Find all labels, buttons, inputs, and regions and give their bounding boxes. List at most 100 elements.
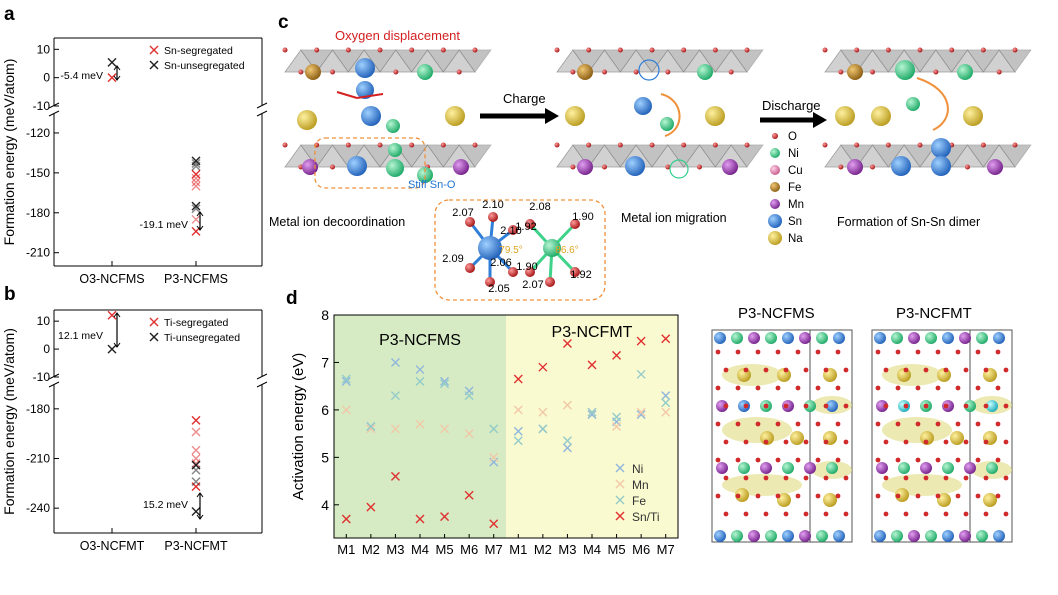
oxygen-atom bbox=[617, 47, 623, 53]
data-point-fe bbox=[636, 369, 646, 379]
oxygen-atom bbox=[983, 511, 989, 517]
na-atom bbox=[760, 431, 774, 445]
oxygen-atom bbox=[935, 421, 941, 427]
oxygen-atom bbox=[715, 349, 721, 355]
oxygen-atom bbox=[456, 69, 462, 75]
oxygen-atom bbox=[298, 164, 304, 170]
data-point-sn-ti bbox=[513, 374, 523, 384]
oxygen-atom bbox=[975, 421, 981, 427]
oxygen-atom bbox=[835, 457, 841, 463]
oxygen-atom bbox=[895, 421, 901, 427]
oxygen-atom bbox=[854, 47, 860, 53]
legend-label: O bbox=[788, 131, 797, 143]
metal-atom bbox=[976, 530, 988, 542]
data-point-sn-segregated bbox=[191, 173, 201, 183]
bond-angle-label: 86.6° bbox=[555, 245, 578, 256]
data-point-ni-stroke2 bbox=[390, 357, 400, 367]
dimer-arrow bbox=[916, 77, 949, 131]
oxygen-atom bbox=[943, 403, 949, 409]
oxygen-atom bbox=[983, 439, 989, 445]
legend-marker-stroke2 bbox=[615, 479, 625, 489]
data-point-fe bbox=[341, 374, 351, 384]
data-point-sn-ti-stroke2 bbox=[513, 374, 523, 384]
metal-atom bbox=[942, 530, 954, 542]
data-point-ti-unsegregated-stroke2 bbox=[107, 344, 117, 354]
data-point-ni bbox=[636, 410, 646, 420]
mn-atom bbox=[302, 159, 318, 175]
data-point-sn-ti-stroke2 bbox=[415, 514, 425, 524]
y-tick-label: -180 bbox=[26, 206, 50, 220]
oxygen-atom bbox=[803, 367, 809, 373]
mn-atom bbox=[847, 159, 863, 175]
x-category-label: M1 bbox=[509, 542, 527, 557]
oxygen-atom bbox=[875, 457, 881, 463]
oxygen-atom bbox=[783, 403, 789, 409]
x-category-label: M3 bbox=[558, 542, 576, 557]
y-tick-label: -10 bbox=[33, 99, 51, 113]
metal-atom bbox=[964, 400, 976, 412]
oxygen-atom bbox=[935, 349, 941, 355]
axis-break-mark bbox=[48, 110, 60, 117]
data-point-ti-unsegregated-stroke2 bbox=[191, 477, 201, 487]
oxygen-atom bbox=[795, 493, 801, 499]
data-point-fe bbox=[464, 391, 474, 401]
data-point-fe bbox=[587, 407, 597, 417]
bond-length-label: 2.10 bbox=[482, 199, 503, 211]
structure-panel-d: P3-NCFMS P3-NCFMT bbox=[711, 305, 1013, 543]
data-point-mn-stroke2 bbox=[366, 424, 376, 434]
na-atom bbox=[963, 106, 983, 126]
data-point-ti-unsegregated bbox=[191, 460, 201, 470]
oxygen-atom bbox=[838, 164, 844, 170]
data-point-sn-unsegregated bbox=[107, 57, 117, 67]
data-point-ni-stroke2 bbox=[513, 426, 523, 436]
metal-atom bbox=[876, 400, 888, 412]
bond-length-label: 2.07 bbox=[522, 279, 543, 291]
legend-atom-o bbox=[772, 133, 778, 139]
na-atom bbox=[895, 488, 909, 502]
metal-atom bbox=[986, 462, 998, 474]
oxygen-atom bbox=[314, 47, 320, 53]
sno-inset-box bbox=[434, 199, 606, 301]
data-point-ni bbox=[513, 426, 523, 436]
x-category-label: M5 bbox=[436, 542, 454, 557]
data-point-mn-stroke2 bbox=[562, 400, 572, 410]
data-point-fe-stroke2 bbox=[612, 412, 622, 422]
y-tick-label: 4 bbox=[321, 497, 329, 513]
axis-break-mark bbox=[256, 102, 268, 109]
sn-atom-inset bbox=[478, 236, 502, 260]
na-atom bbox=[297, 110, 317, 130]
oxygen-atom bbox=[586, 142, 592, 148]
oxygen-atom bbox=[681, 142, 687, 148]
y-tick-label: -150 bbox=[26, 166, 50, 180]
metal-atom bbox=[782, 462, 794, 474]
data-point-fe-stroke2 bbox=[390, 391, 400, 401]
migration-isosurface bbox=[882, 364, 942, 386]
y-tick-label: -10 bbox=[33, 370, 51, 384]
oxygen-atom bbox=[803, 403, 809, 409]
metal-atom bbox=[876, 462, 888, 474]
metal-atom bbox=[925, 530, 937, 542]
mn-atom bbox=[453, 159, 469, 175]
legend-label: Fe bbox=[788, 182, 801, 194]
legend-marker-stroke2 bbox=[149, 60, 159, 70]
oxygen-atom bbox=[525, 267, 535, 277]
data-point-ti-unsegregated bbox=[107, 344, 117, 354]
oxygen-atom bbox=[282, 47, 288, 53]
oxygen-atom bbox=[570, 267, 580, 277]
data-point-sn-ti-stroke2 bbox=[636, 336, 646, 346]
data-point-sn-ti bbox=[636, 336, 646, 346]
metal-atom bbox=[993, 530, 1005, 542]
oxygen-atom bbox=[995, 349, 1001, 355]
oxygen-atom bbox=[915, 349, 921, 355]
oxygen-atom bbox=[933, 69, 939, 75]
oxygen-atom bbox=[822, 47, 828, 53]
y-axis-label: Formation energy (meV/atom) bbox=[1, 59, 17, 246]
oxygen-atom bbox=[775, 349, 781, 355]
y-tick-label: 0 bbox=[43, 71, 50, 85]
y-tick-label: 10 bbox=[37, 42, 51, 56]
oxygen-atom bbox=[554, 47, 560, 53]
data-point-sn-ti-stroke2 bbox=[464, 490, 474, 500]
metal-atom bbox=[826, 462, 838, 474]
fe-atom bbox=[577, 64, 593, 80]
